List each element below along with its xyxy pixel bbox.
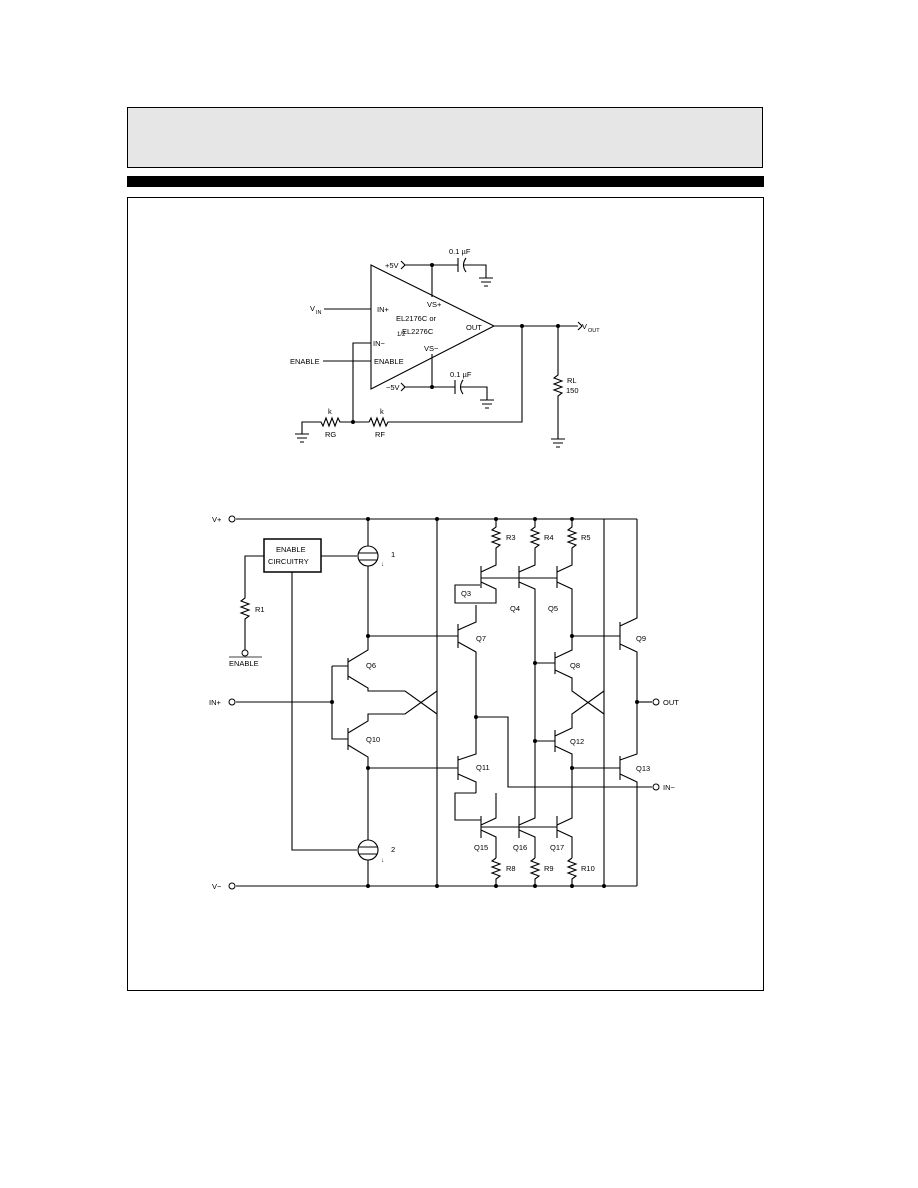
ground-symbol (295, 433, 309, 443)
in-plus-label: IN+ (209, 698, 222, 707)
r10-label: R10 (581, 864, 595, 873)
out-label: OUT (663, 698, 679, 707)
inplus-pin-label: IN+ (377, 305, 390, 314)
current-source-1 (357, 545, 379, 567)
q10-transistor (347, 690, 438, 768)
vsplus-pin-label: VS+ (427, 300, 442, 309)
vin-label: V (310, 304, 315, 313)
q7-transistor (457, 605, 477, 761)
enable-box-line1: ENABLE (276, 545, 306, 554)
r9-label: R9 (544, 864, 554, 873)
rf-label: RF (375, 430, 385, 439)
rl-value: 150 (566, 386, 579, 395)
cap1-label: 0.1 µF (449, 247, 471, 256)
vout-label: V (582, 322, 587, 331)
svg-text:↓: ↓ (381, 562, 384, 568)
r5-label: R5 (581, 533, 591, 542)
vsminus-pin-label: VS− (424, 344, 439, 353)
enable-circuitry-box (263, 538, 322, 573)
inminus-pin-label: IN− (373, 339, 386, 348)
vin-sub-label: IN (316, 310, 322, 316)
part-line2: EL2276C (402, 327, 434, 336)
q8-label: Q8 (570, 661, 580, 670)
q11-transistor (457, 756, 477, 793)
q3-transistor (454, 555, 497, 604)
vsplus-wire (405, 264, 458, 297)
out-pin-label: OUT (466, 323, 482, 332)
current-source-2 (357, 839, 379, 861)
part-half: 1/2 (397, 332, 406, 338)
r1-resistor (239, 555, 264, 650)
rg-label: RG (325, 430, 336, 439)
i2-label: 2 (391, 845, 395, 854)
q6-label: Q6 (366, 661, 376, 670)
q7-label: Q7 (476, 634, 486, 643)
enable-bar-label: ENABLE (229, 659, 259, 668)
inminus-wire (352, 342, 371, 422)
r4-label: R4 (544, 533, 554, 542)
test-circuit: V IN ENABLE IN+ IN− ENABLE VS+ VS− EL217… (290, 247, 600, 448)
r8-label: R8 (506, 864, 516, 873)
q12-transistor (554, 690, 605, 768)
plus5-label: +5V (385, 261, 399, 270)
q11-label: Q11 (476, 763, 490, 772)
rl-resistor (552, 326, 564, 439)
rl-label: RL (567, 376, 577, 385)
part-line1: EL2176C or (396, 314, 437, 323)
q13-label: Q13 (636, 764, 650, 773)
q5-label: Q5 (548, 604, 558, 613)
q3-label: Q3 (461, 589, 471, 598)
r5-resistor (566, 519, 578, 555)
q17-label: Q17 (550, 843, 564, 852)
r4-resistor (529, 519, 541, 555)
simplified-schematic: V+ V− ENABLE CIRCUITRY R1 ENABLE 1 ↓ 2 ↓ (209, 515, 679, 891)
r8-resistor (490, 857, 502, 886)
r3-label: R3 (506, 533, 516, 542)
q12-label: Q12 (570, 737, 584, 746)
rf-k-label: k (380, 407, 384, 416)
vout-sub-label: OUT (588, 328, 600, 334)
rf-resistor (353, 416, 391, 428)
ground-symbol (479, 277, 493, 287)
ground-symbol (480, 399, 494, 409)
header-bar (127, 176, 764, 187)
vminus-label: V− (212, 882, 222, 891)
figure-box (127, 197, 764, 991)
q4-label: Q4 (510, 604, 520, 613)
i1-label: 1 (391, 550, 395, 559)
q16-label: Q16 (513, 843, 527, 852)
q6-transistor (347, 636, 438, 715)
in-minus-label: IN− (663, 783, 676, 792)
rg-resistor (301, 416, 353, 434)
q9-label: Q9 (636, 634, 646, 643)
r1-label: R1 (255, 605, 265, 614)
rg-k-label: k (328, 407, 332, 416)
minus5-label: −5V (386, 383, 400, 392)
enable-pin-label: ENABLE (374, 357, 404, 366)
vplus-label: V+ (212, 515, 222, 524)
q15-label: Q15 (474, 843, 488, 852)
ground-symbol (551, 438, 565, 448)
q9-q13-transistors (619, 519, 638, 886)
q4-transistor (518, 555, 536, 598)
r9-resistor (529, 857, 541, 886)
header-box (127, 107, 763, 168)
q5-transistor (556, 555, 573, 636)
q8-transistor (554, 636, 605, 715)
q16-transistor (518, 598, 536, 858)
enable-box-line2: CIRCUITRY (268, 557, 309, 566)
cap2-label: 0.1 µF (450, 370, 472, 379)
r3-resistor (490, 519, 502, 555)
enable-label: ENABLE (290, 357, 320, 366)
q10-label: Q10 (366, 735, 380, 744)
svg-text:↓: ↓ (381, 858, 384, 864)
r10-resistor (566, 857, 578, 886)
feedback-wire (391, 326, 523, 423)
